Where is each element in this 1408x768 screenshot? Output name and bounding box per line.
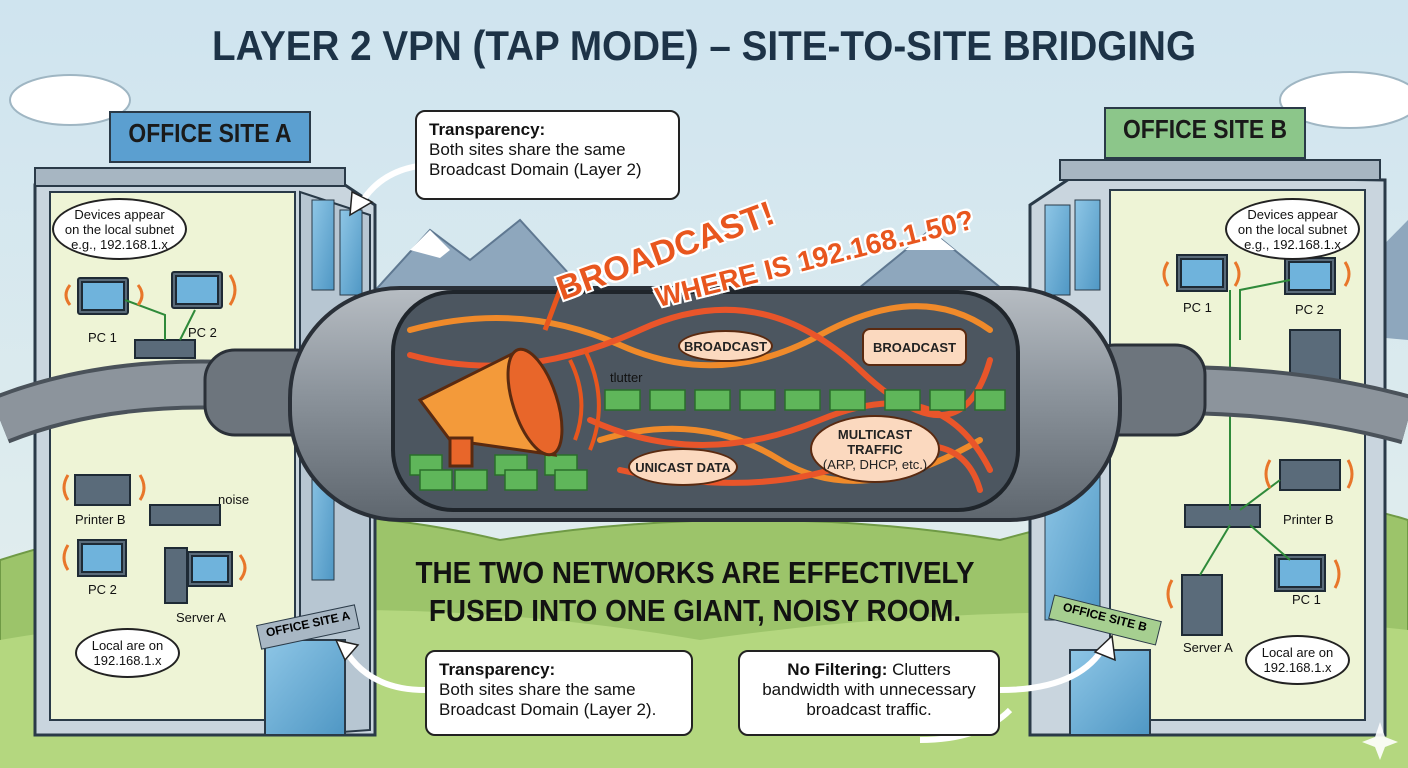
callout-line: bandwidth with unnecessary (762, 680, 976, 699)
multicast-tag: MULTICAST TRAFFIC (ARP, DHCP, etc.) (810, 415, 940, 483)
callout-heading: Transparency: (429, 120, 546, 139)
signal-waves (62, 261, 1354, 609)
bubble-line: Local are on (91, 638, 164, 653)
noise-label: noise (218, 492, 250, 507)
building-b (1028, 107, 1387, 737)
device-label: PC 1 (88, 330, 117, 345)
callout-text: Clutters (887, 660, 951, 679)
unicast-tag: UNICAST DATA (628, 448, 738, 486)
callout-heading: No Filtering: (787, 660, 888, 679)
bubble-line: Devices appear (74, 206, 165, 222)
device-label: PC 1 (1183, 300, 1212, 315)
broadcast-tag: BROADCAST (678, 330, 773, 362)
site-b-sign: OFFICE SITE B (1123, 114, 1287, 144)
device-label: PC 1 (1292, 592, 1321, 607)
megaphone-icon (417, 289, 601, 468)
summary-line-1: THE TWO NETWORKS ARE EFFECTIVELY (415, 555, 975, 590)
site-a-local-bubble: Local are on 192.168.1.x (75, 628, 180, 678)
clutter-label: tlutter (610, 370, 643, 385)
tag-line: (ARP, DHCP, etc.) (822, 456, 928, 472)
clouds (9, 71, 1408, 129)
site-a-subnet-bubble: Devices appear on the local subnet e.g.,… (52, 198, 187, 260)
callout-line: broadcast traffic. (806, 700, 932, 719)
broadcast-burst-tag: BROADCAST (862, 328, 967, 366)
site-b-local-bubble: Local are on 192.168.1.x (1245, 635, 1350, 685)
bubble-line: e.g., 192.168.1.x (71, 236, 168, 252)
device-label: Printer B (75, 512, 126, 527)
bubble-line: on the local subnet (1237, 221, 1348, 237)
callout-line: Broadcast Domain (Layer 2) (429, 160, 642, 179)
devices (74, 254, 1341, 636)
packets (409, 389, 1006, 491)
device-label: Server A (176, 610, 226, 625)
no-filtering-callout: No Filtering: Clutters bandwidth with un… (738, 650, 1000, 736)
device-label: PC 2 (1295, 302, 1324, 317)
site-a-sign: OFFICE SITE A (128, 118, 292, 148)
summary-line-2: FUSED INTO ONE GIANT, NOISY ROOM. (428, 593, 962, 628)
bubble-line: 192.168.1.x (93, 653, 162, 668)
callout-line: Both sites share the same (429, 140, 626, 159)
tag-line: TRAFFIC (847, 441, 903, 457)
callout-heading: Transparency: (439, 660, 556, 679)
callout-line: Broadcast Domain (Layer 2). (439, 700, 657, 719)
bubble-line: on the local subnet (64, 221, 175, 237)
device-label: Printer B (1283, 512, 1334, 527)
bubble-line: Devices appear (1247, 206, 1338, 222)
device-label: Server A (1183, 640, 1233, 655)
page-title: LAYER 2 VPN (TAP MODE) – SITE-TO-SITE BR… (211, 22, 1197, 69)
device-label: PC 2 (88, 582, 117, 597)
transparency-callout-bottom: Transparency: Both sites share the same … (425, 650, 693, 736)
tag-line: MULTICAST (837, 426, 913, 442)
callout-line: Both sites share the same (439, 680, 636, 699)
bubble-line: Local are on (1261, 645, 1334, 660)
bubble-line: e.g., 192.168.1.x (1244, 236, 1341, 252)
device-label: PC 2 (188, 325, 217, 340)
bubble-line: 192.168.1.x (1263, 660, 1332, 675)
transparency-callout-top: Transparency: Both sites share the same … (415, 110, 680, 200)
sparkle-icon (1362, 722, 1398, 760)
site-b-subnet-bubble: Devices appear on the local subnet e.g.,… (1225, 198, 1360, 260)
